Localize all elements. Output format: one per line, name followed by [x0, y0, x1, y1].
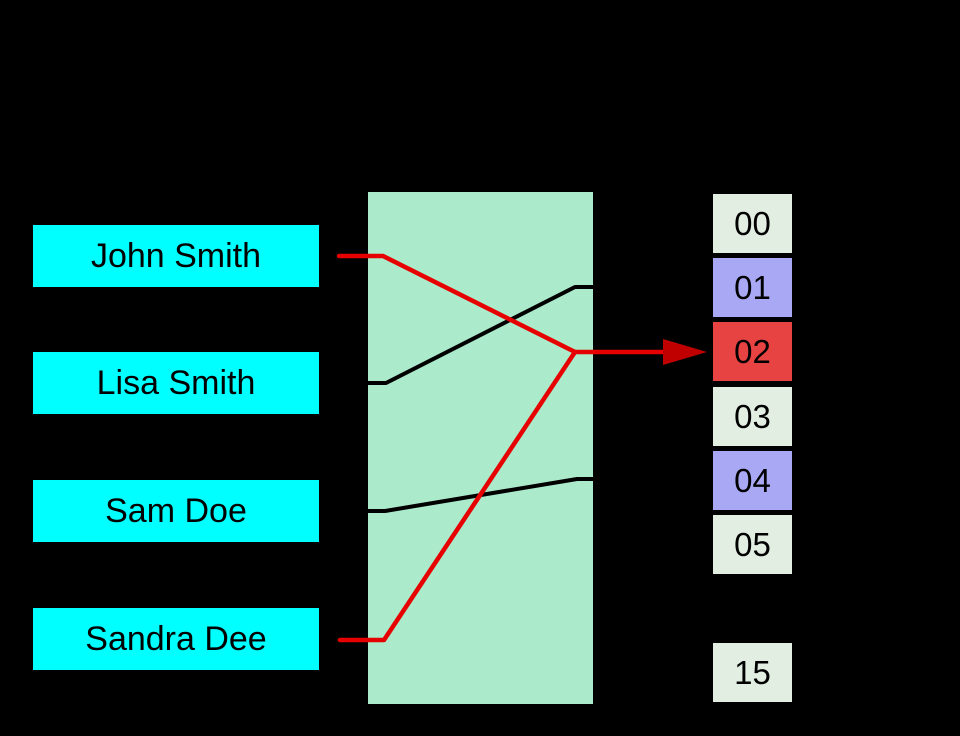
key-box-john-smith: John Smith — [33, 225, 319, 287]
mapping-line-lisa-smith-to-01 — [322, 285, 710, 385]
bucket-label: 00 — [734, 204, 771, 242]
collision-arrowhead-icon — [663, 339, 707, 365]
bucket-03: 03 — [713, 387, 792, 446]
bucket-label: 15 — [734, 653, 771, 691]
key-box-sam-doe: Sam Doe — [33, 480, 319, 542]
bucket-02: 02 — [713, 322, 792, 381]
key-label: Sandra Dee — [85, 619, 267, 658]
bucket-label: 05 — [734, 525, 771, 563]
mapping-line-sam-doe-to-04 — [322, 477, 710, 513]
collision-line-sandra-dee — [337, 349, 578, 643]
key-label: Sam Doe — [105, 491, 247, 530]
key-box-sandra-dee: Sandra Dee — [33, 608, 319, 670]
bucket-label: 04 — [734, 461, 771, 499]
bucket-00: 00 — [713, 194, 792, 253]
bucket-15: 15 — [713, 643, 792, 702]
bucket-05: 05 — [713, 515, 792, 574]
key-label: John Smith — [90, 236, 262, 275]
bucket-label: 01 — [734, 268, 771, 306]
bucket-04: 04 — [713, 451, 792, 510]
bucket-01: 01 — [713, 258, 792, 317]
bucket-label: 02 — [734, 332, 771, 370]
bucket-label: 03 — [734, 397, 771, 435]
key-box-lisa-smith: Lisa Smith — [33, 352, 319, 414]
key-label: Lisa Smith — [96, 363, 256, 402]
hash-function-box — [368, 192, 593, 704]
collision-line-john-smith — [336, 253, 578, 355]
